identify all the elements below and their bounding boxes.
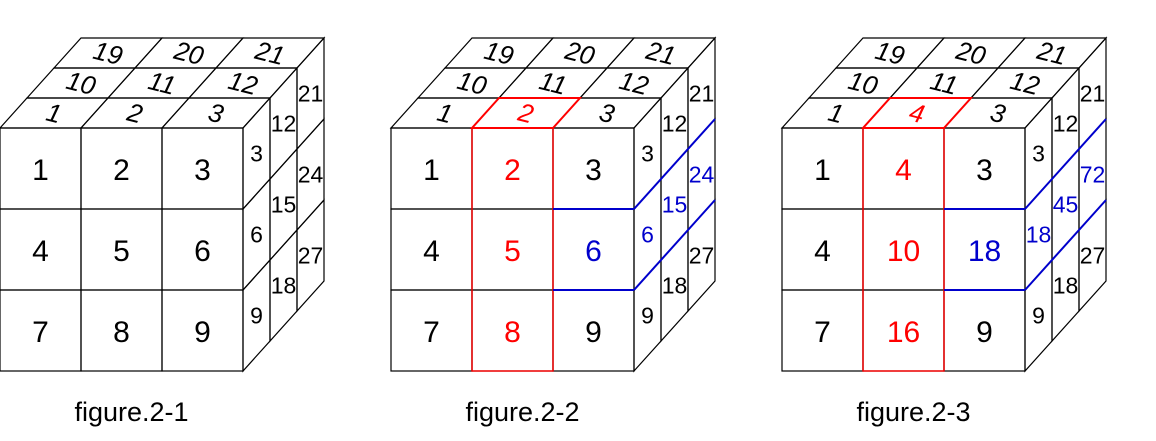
fig2-side-number-2-1: 18	[662, 273, 688, 299]
fig3-red-top-cell-outline	[860, 97, 974, 129]
fig2-top-number-1-0: 10	[454, 65, 490, 101]
fig3-front-number-2-1: 16	[887, 316, 920, 349]
fig3-front-number-0-0: 1	[814, 154, 831, 187]
fig3-side-number-0-0: 3	[1032, 141, 1045, 167]
fig2-top-number-1-2: 12	[616, 65, 652, 101]
fig1-front-number-2-2: 9	[194, 316, 211, 349]
fig3-front-number-1-1: 10	[887, 235, 920, 268]
fig1-side-number-2-1: 18	[271, 273, 297, 299]
fig1-front-number-1-0: 4	[32, 235, 49, 268]
fig1-side-number-0-1: 12	[271, 111, 297, 137]
fig3-top-number-1-2: 12	[1007, 65, 1043, 101]
fig2-red-top-cell-outline	[469, 97, 583, 129]
fig3-side-number-1-0: 18	[1026, 222, 1052, 248]
fig1-top-number-0-1: 2	[123, 96, 146, 129]
fig1-front-number-0-1: 2	[113, 154, 130, 187]
fig1-front-number-2-1: 8	[113, 316, 130, 349]
fig2-side-number-1-0: 6	[641, 222, 654, 248]
fig2-side-number-2-0: 9	[641, 303, 654, 329]
fig3-top-number-2-1: 20	[952, 35, 989, 71]
fig3-top-number-1-0: 10	[845, 65, 881, 101]
fig1-side-number-2-0: 9	[250, 303, 263, 329]
fig2-top-number-0-1: 2	[514, 96, 537, 129]
fig1-top-number-0-0: 1	[43, 97, 64, 130]
fig3-top-number-0-2: 3	[987, 97, 1009, 130]
fig3-front-number-2-0: 7	[814, 316, 831, 349]
fig3-top-number-2-2: 21	[1033, 35, 1069, 71]
fig2-top-number-0-0: 1	[434, 97, 455, 130]
fig1-side-cell-2-2	[296, 198, 325, 313]
fig1-front-number-2-0: 7	[32, 316, 49, 349]
fig2-top-number-1-1: 11	[536, 65, 569, 101]
fig3-side-number-2-2: 27	[1080, 243, 1106, 269]
fig3-top-number-0-0: 1	[825, 97, 846, 130]
fig1-top-number-1-1: 11	[145, 65, 178, 101]
fig3-front-number-1-0: 4	[814, 235, 831, 268]
fig2-front-number-0-0: 1	[423, 154, 440, 187]
fig3-side-number-2-0: 9	[1032, 303, 1045, 329]
fig2-side-number-1-2: 24	[689, 162, 715, 188]
fig3-blue-side-line-lower	[1024, 199, 1107, 291]
fig2-caption: figure.2-2	[465, 397, 579, 427]
fig2-side-number-1-1: 15	[662, 192, 688, 218]
fig3-front-number-2-2: 9	[976, 316, 993, 349]
fig2-side-number-0-2: 21	[689, 81, 715, 107]
fig1-top-number-1-0: 10	[63, 65, 99, 101]
fig1-side-number-2-2: 27	[298, 243, 324, 269]
fig2-top-number-0-2: 3	[596, 97, 618, 130]
fig3-side-number-1-2: 72	[1080, 162, 1106, 188]
fig3-top-number-0-1: 4	[906, 97, 927, 130]
fig2-blue-side-line-lower	[633, 199, 716, 291]
fig3-top-number-1-1: 11	[927, 65, 960, 101]
fig2-side-number-0-1: 12	[662, 111, 688, 137]
fig3-front-number-0-2: 3	[976, 154, 993, 187]
fig2-top-number-2-0: 19	[481, 35, 516, 71]
fig2-top-number-2-1: 20	[561, 35, 598, 71]
fig1-front-number-1-2: 6	[194, 235, 211, 268]
fig1-top-number-0-2: 3	[205, 97, 227, 130]
fig2-front-number-2-0: 7	[423, 316, 440, 349]
fig3-side-number-0-1: 12	[1053, 111, 1079, 137]
fig3-front-number-0-1: 4	[895, 154, 912, 187]
fig2-front-number-1-1: 5	[504, 235, 521, 268]
fig3-front-number-1-2: 18	[968, 235, 1001, 268]
fig2-top-number-2-2: 21	[642, 35, 678, 71]
fig2-side-number-2-2: 27	[689, 243, 715, 269]
fig3-side-number-0-2: 21	[1080, 81, 1106, 107]
fig2-front-number-2-1: 8	[504, 316, 521, 349]
fig1-top-number-1-2: 12	[225, 65, 261, 101]
fig3-caption: figure.2-3	[856, 397, 970, 427]
fig1-front-cell-2-2	[161, 289, 244, 372]
fig2-side-number-0-0: 3	[641, 141, 654, 167]
fig2-front-number-1-0: 4	[423, 235, 440, 268]
fig2-front-number-0-2: 3	[585, 154, 602, 187]
fig1-top-number-2-2: 21	[251, 35, 287, 71]
fig1-caption: figure.2-1	[74, 397, 188, 427]
fig2-front-number-0-1: 2	[504, 154, 521, 187]
fig1-front-number-0-0: 1	[32, 154, 49, 187]
fig1-side-number-1-0: 6	[250, 222, 263, 248]
fig3-side-number-1-1: 45	[1053, 192, 1079, 218]
fig3-blue-side-line-upper	[1024, 118, 1107, 210]
fig1-side-number-1-2: 24	[298, 162, 324, 188]
fig1-front-number-1-1: 5	[113, 235, 130, 268]
fig1-side-number-0-2: 21	[298, 81, 324, 107]
fig2-front-number-2-2: 9	[585, 316, 602, 349]
fig2-front-number-1-2: 6	[585, 235, 602, 268]
fig3-top-number-2-0: 19	[872, 35, 907, 71]
fig1-side-number-1-1: 15	[271, 192, 297, 218]
fig1-top-number-2-1: 20	[170, 35, 207, 71]
fig1-side-number-0-0: 3	[250, 141, 263, 167]
fig3-side-number-2-1: 18	[1053, 273, 1079, 299]
fig2-blue-side-line-upper	[633, 118, 716, 210]
fig1-front-number-0-2: 3	[194, 154, 211, 187]
fig1-top-number-2-0: 19	[90, 35, 125, 71]
